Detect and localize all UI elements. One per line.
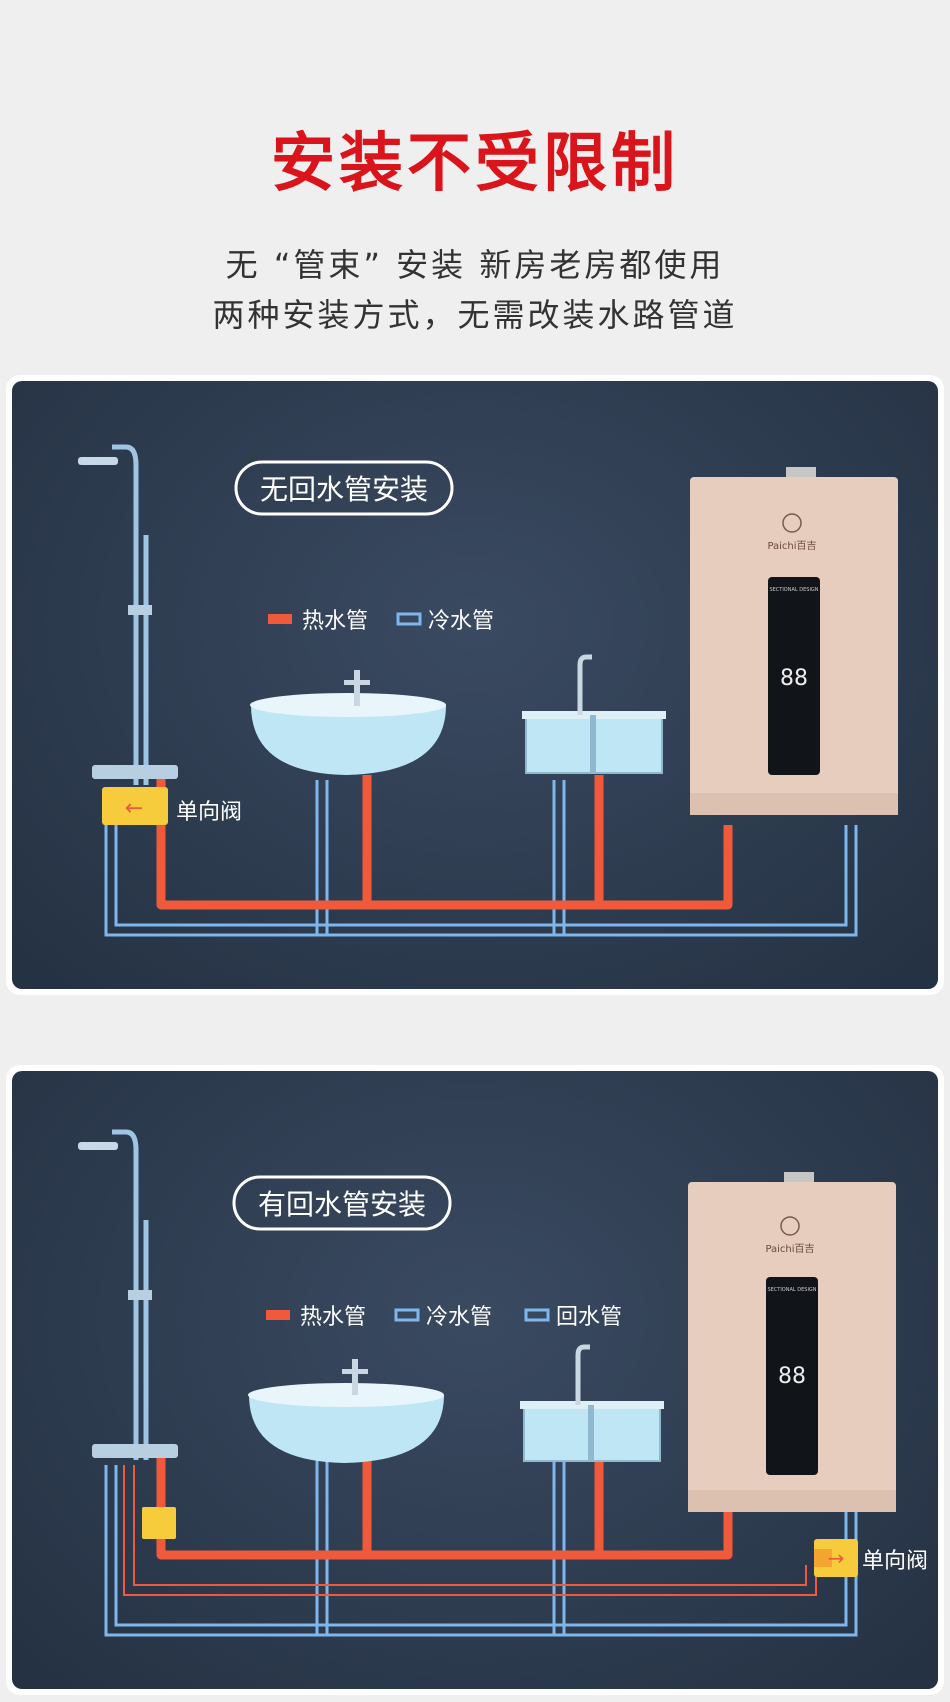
diagram-no-return: ← 单向阀 无回水管安装 热水管 冷水管: [78, 444, 898, 937]
pipe-legend: 热水管 冷水管 回水管: [266, 1305, 622, 1330]
check-valve: [102, 787, 168, 825]
water-heater: Paichi百吉 SECTIONAL DESIGN 88: [690, 467, 898, 815]
diagram-with-return: 有回水管安装 热水管 冷水管 回水管 Paichi百吉 SECTIONAL DE…: [78, 1129, 928, 1637]
water-heater: Paichi百吉 SECTIONAL DESIGN 88: [688, 1172, 896, 1512]
valve-arrow-icon: ←: [125, 796, 143, 821]
svg-text:SECTIONAL DESIGN: SECTIONAL DESIGN: [767, 1287, 816, 1293]
check-valve-tail: [814, 1549, 832, 1567]
basin-fixture: [248, 1359, 444, 1463]
shower-slide-bar: [128, 1290, 152, 1300]
valve-label: 单向阀: [862, 1549, 928, 1574]
subtitle-line-1: 无 “管束” 安装 新房老房都使用: [225, 246, 725, 284]
svg-text:Paichi百吉: Paichi百吉: [765, 1243, 814, 1255]
valve-label: 单向阀: [176, 800, 242, 825]
badge-label: 无回水管安装: [260, 473, 428, 506]
kitchen-sink-fixture: [520, 1344, 664, 1462]
installation-type-badge: [234, 460, 454, 516]
svg-text:88: 88: [780, 666, 808, 691]
tee-connector: [142, 1507, 176, 1539]
subtitle-line-2: 两种安装方式，无需改装水路管道: [212, 296, 738, 334]
installation-type-badge: [232, 1175, 452, 1231]
svg-text:SECTIONAL DESIGN: SECTIONAL DESIGN: [769, 587, 818, 593]
shower-mixer-bar: [92, 1444, 178, 1458]
shower-head: [78, 1142, 118, 1150]
valve-arrow-icon: →: [828, 1546, 845, 1570]
svg-text:Paichi百吉: Paichi百吉: [767, 540, 816, 552]
kitchen-sink-fixture: [522, 654, 666, 774]
shower-fixture: [112, 444, 149, 785]
svg-text:回水管: 回水管: [556, 1305, 622, 1330]
return-pipes: [123, 1465, 817, 1596]
installation-panel-with-return: 有回水管安装 热水管 冷水管 回水管 Paichi百吉 SECTIONAL DE…: [6, 1065, 944, 1695]
badge-label: 有回水管安装: [258, 1188, 426, 1221]
svg-text:88: 88: [778, 1364, 806, 1389]
pipe-legend: 热水管 冷水管: [268, 609, 494, 634]
check-valve: [814, 1539, 858, 1577]
installation-panel-no-return: ← 单向阀 无回水管安装 热水管 冷水管: [6, 375, 944, 995]
shower-slide-bar: [128, 605, 152, 615]
basin-fixture: [250, 670, 446, 775]
svg-text:冷水管: 冷水管: [426, 1305, 492, 1330]
cold-pipes: [104, 780, 858, 937]
shower-mixer-bar: [92, 765, 178, 779]
svg-text:热水管: 热水管: [300, 1305, 366, 1330]
shower-fixture: [112, 1129, 149, 1460]
svg-text:冷水管: 冷水管: [428, 609, 494, 634]
page-title: 安装不受限制: [271, 127, 679, 201]
svg-text:热水管: 热水管: [302, 609, 368, 634]
hot-pipes: [156, 775, 733, 910]
hot-pipes: [156, 1455, 733, 1560]
shower-head: [78, 457, 118, 465]
